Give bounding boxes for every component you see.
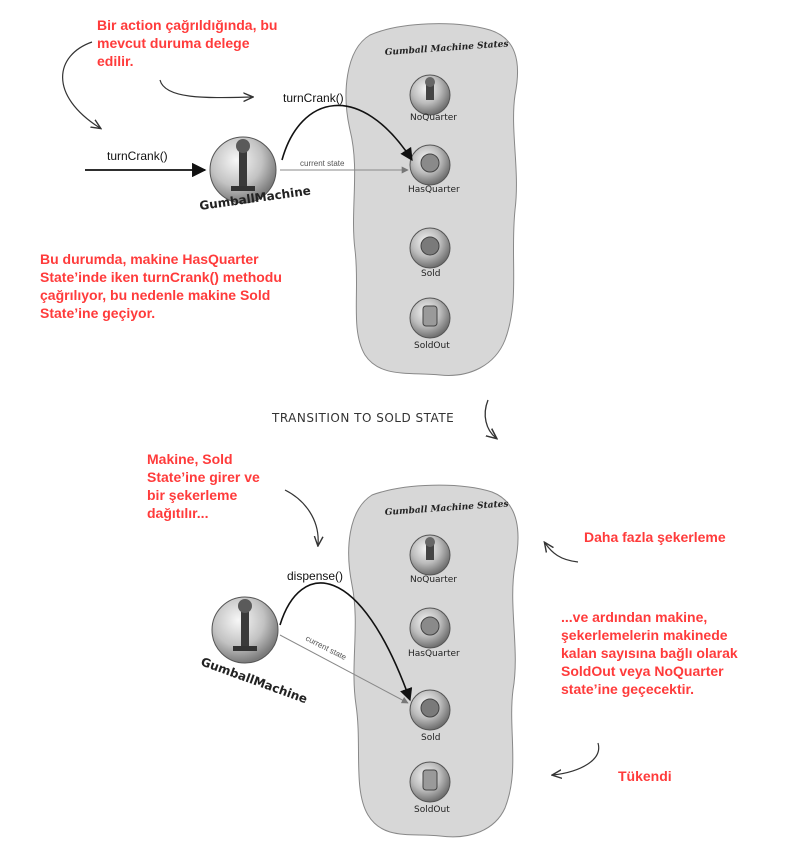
note-more-candy: Daha fazla şekerleme bbox=[584, 529, 726, 545]
annotation-arrow-4 bbox=[545, 543, 579, 563]
state-label: Sold bbox=[421, 269, 440, 279]
gumball-machine-bottom: GumballMachine bbox=[199, 596, 309, 707]
incoming-method-label-top: turnCrank() bbox=[107, 149, 168, 163]
state-soldout-top: SoldOut bbox=[409, 297, 451, 351]
note-delegate: Bir action çağrıldığında, bu mevcut duru… bbox=[97, 17, 278, 69]
note-enters-sold: Makine, Sold State’ine girer ve bir şeke… bbox=[147, 451, 260, 521]
state-label: NoQuarter bbox=[410, 113, 457, 123]
state-label: HasQuarter bbox=[408, 185, 460, 195]
states-panel-bottom bbox=[348, 484, 519, 838]
annotation-arrow-1 bbox=[62, 41, 100, 128]
state-sold-bottom: Sold bbox=[409, 689, 451, 743]
state-noquarter-top: NoQuarter bbox=[409, 74, 457, 123]
note-then: ...ve ardından makine, şekerlemelerin ma… bbox=[561, 609, 738, 697]
delegate-method-label-top: turnCrank() bbox=[283, 91, 344, 105]
annotation-arrow-2 bbox=[159, 79, 252, 98]
states-panel-top bbox=[345, 23, 518, 376]
state-sold-top: Sold bbox=[409, 227, 451, 279]
current-state-line-bottom bbox=[279, 634, 409, 704]
dispense-method-label-bottom: dispense() bbox=[287, 569, 343, 583]
state-label: SoldOut bbox=[414, 805, 450, 815]
annotation-arrow-5 bbox=[553, 742, 600, 775]
current-state-label-top: current state bbox=[300, 159, 345, 168]
state-label: HasQuarter bbox=[408, 649, 460, 659]
state-label: SoldOut bbox=[414, 341, 450, 351]
state-hasquarter-bottom: HasQuarter bbox=[408, 607, 460, 659]
state-label: NoQuarter bbox=[410, 575, 457, 585]
current-state-label-bottom: current state bbox=[304, 634, 348, 662]
machine-label: GumballMachine bbox=[199, 655, 309, 707]
dispense-arrow-bottom bbox=[279, 582, 413, 702]
state-label: Sold bbox=[421, 733, 440, 743]
note-sold-out: Tükendi bbox=[618, 768, 672, 784]
gumball-machine-top: GumballMachine bbox=[198, 136, 312, 213]
annotation-arrow-3 bbox=[284, 489, 318, 545]
state-hasquarter-top: HasQuarter bbox=[408, 144, 460, 195]
state-noquarter-bottom: NoQuarter bbox=[409, 534, 457, 585]
transition-label: TRANSITION TO SOLD STATE bbox=[271, 411, 454, 425]
note-has-quarter: Bu durumda, makine HasQuarter State’inde… bbox=[40, 251, 282, 321]
transition-arrow bbox=[484, 399, 496, 438]
state-soldout-bottom: SoldOut bbox=[409, 761, 451, 815]
delegate-arrow-top bbox=[281, 104, 413, 162]
